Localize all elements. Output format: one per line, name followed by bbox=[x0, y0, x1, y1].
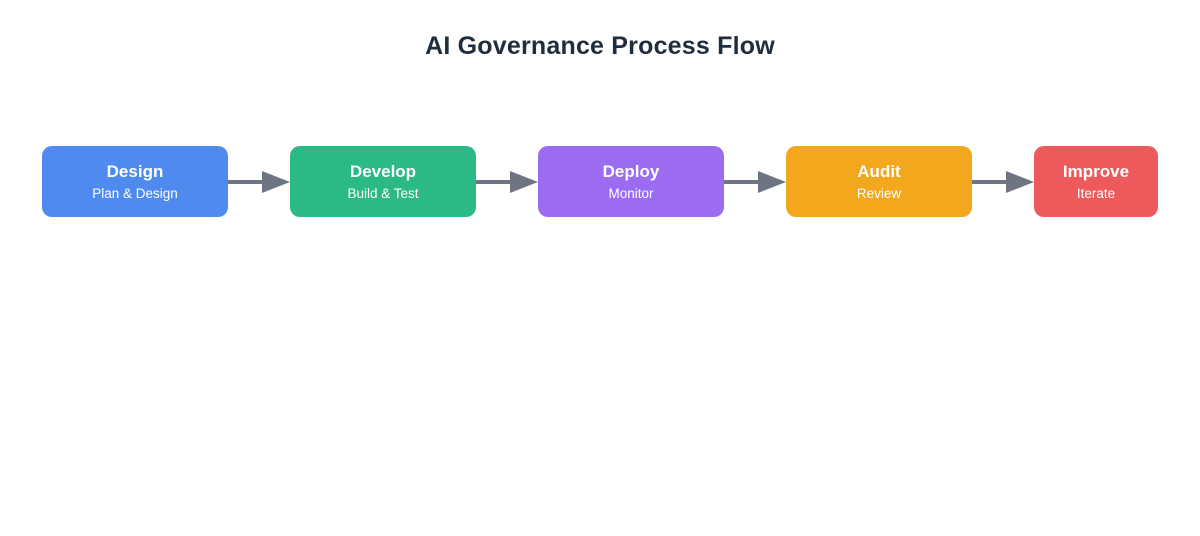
flow-node-audit: Audit Review bbox=[786, 146, 972, 217]
flow-node-improve: Improve Iterate bbox=[1034, 146, 1158, 217]
right-arrow-icon bbox=[724, 170, 786, 193]
right-arrow-icon bbox=[476, 170, 538, 193]
node-label: Deploy bbox=[602, 161, 660, 181]
right-arrow-icon bbox=[228, 170, 290, 193]
flow-node-design: Design Plan & Design bbox=[42, 146, 228, 217]
right-arrow-icon bbox=[972, 170, 1034, 193]
flow-arrow-1 bbox=[228, 170, 290, 194]
node-sublabel: Monitor bbox=[608, 185, 654, 201]
page-title: AI Governance Process Flow bbox=[425, 32, 775, 60]
flow-node-develop: Develop Build & Test bbox=[290, 146, 476, 217]
node-sublabel: Iterate bbox=[1076, 185, 1116, 201]
flow-arrow-4 bbox=[972, 170, 1034, 194]
node-sublabel: Plan & Design bbox=[92, 185, 178, 201]
flow-arrow-2 bbox=[476, 170, 538, 194]
node-label: Improve bbox=[1062, 161, 1130, 181]
node-label: Audit bbox=[857, 161, 901, 181]
node-label: Design bbox=[106, 161, 164, 181]
node-sublabel: Build & Test bbox=[347, 185, 419, 201]
node-sublabel: Review bbox=[856, 185, 902, 201]
node-label: Develop bbox=[349, 161, 417, 181]
flow-node-deploy: Deploy Monitor bbox=[538, 146, 724, 217]
process-flow-diagram: Design Plan & Design Develop Build & Tes… bbox=[42, 146, 1158, 217]
flow-arrow-3 bbox=[724, 170, 786, 194]
